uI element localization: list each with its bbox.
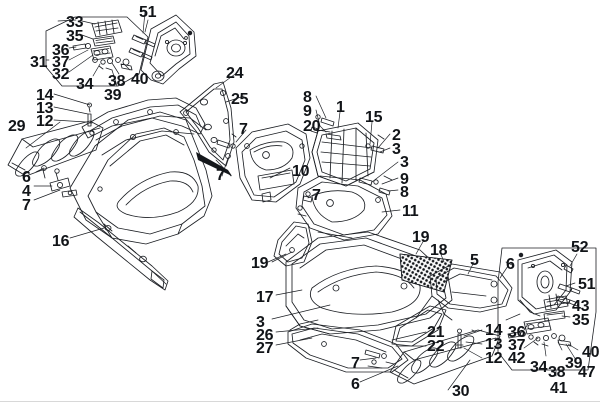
callout-12: 12 [485, 350, 503, 367]
callout-8: 8 [303, 89, 312, 106]
callout-38: 38 [548, 364, 566, 381]
part-29-left-footrest-grille [7, 120, 104, 177]
callout-18: 18 [430, 242, 448, 259]
callout-34: 34 [76, 76, 94, 93]
part-24-side-plate [179, 81, 235, 177]
callout-31: 31 [30, 54, 48, 71]
callout-7: 7 [216, 167, 225, 184]
leader-lines-lower-left [271, 251, 331, 346]
callout-22: 22 [427, 338, 445, 355]
part-3-9-8-fasteners-right [358, 175, 393, 196]
callout-26: 26 [256, 327, 274, 344]
part-21-22-skirt [391, 305, 447, 347]
part-43-35-brackets [543, 293, 569, 322]
part-center-cover-plate [235, 123, 311, 203]
callout-37: 37 [52, 54, 70, 71]
part-34-47-hardware-row [507, 317, 572, 347]
callout-34: 34 [530, 359, 548, 376]
part-14-13-12-fasteners-right [455, 328, 477, 349]
callout-37: 37 [508, 337, 526, 354]
callout-30: 30 [452, 383, 470, 400]
callout-1: 1 [336, 99, 345, 116]
callout-35: 35 [66, 28, 84, 45]
fasteners-center-left [211, 133, 237, 159]
callout-36: 36 [52, 42, 70, 59]
callout-14: 14 [36, 87, 54, 104]
callout-16: 16 [52, 233, 70, 250]
part-30-right-footrest-grille [389, 329, 501, 385]
part-rear-frame-bracket [140, 14, 197, 85]
callout-4: 4 [22, 183, 31, 200]
callout-3: 3 [392, 141, 401, 158]
callout-27: 27 [256, 340, 274, 357]
part-14-13-12-fasteners-left [86, 102, 93, 127]
callout-17: 17 [256, 289, 274, 306]
callout-7: 7 [22, 197, 31, 214]
callout-2: 2 [392, 127, 401, 144]
callout-24: 24 [226, 65, 244, 82]
part-11-right-upper-panel [295, 175, 393, 241]
callout-6: 6 [22, 169, 31, 186]
callout-39: 39 [104, 87, 122, 104]
detail-box-lower-right [497, 247, 597, 371]
callout-14: 14 [485, 322, 503, 339]
callout-9: 9 [400, 171, 409, 188]
callout-40: 40 [582, 344, 600, 361]
callout-19: 19 [251, 255, 269, 272]
callout-10: 10 [292, 163, 310, 180]
callout-40: 40 [131, 71, 149, 88]
callout-3: 3 [400, 154, 409, 171]
callout-6: 6 [506, 256, 515, 273]
callout-13: 13 [485, 336, 503, 353]
callout-38: 38 [108, 73, 126, 90]
callout-8: 8 [400, 184, 409, 201]
callout-51: 51 [578, 276, 596, 293]
callout-3: 3 [256, 314, 265, 331]
part-7-6-fasteners-bottom [364, 349, 395, 369]
callout-9: 9 [303, 103, 312, 120]
part-15-2-3-fasteners [365, 134, 385, 154]
callout-5: 5 [470, 252, 479, 269]
detail-box-upper-left [45, 16, 149, 87]
callout-12: 12 [36, 113, 54, 130]
callout-20: 20 [303, 118, 321, 135]
part-10-left-body-panel [69, 111, 213, 245]
callout-7: 7 [239, 121, 248, 138]
leader-lines-upper-left [45, 20, 131, 87]
callout-47: 47 [578, 364, 596, 381]
callout-41: 41 [550, 380, 568, 397]
part-5-right-footboard-rail [415, 263, 513, 321]
callout-29: 29 [8, 118, 26, 135]
callout-19: 19 [412, 229, 430, 246]
leader-lines-lower-right [505, 253, 579, 377]
callout-51: 51 [139, 4, 157, 21]
part-19-left-bracket [273, 221, 313, 267]
callout-42: 42 [508, 350, 526, 367]
callout-6: 6 [351, 376, 360, 393]
callout-7: 7 [351, 355, 360, 372]
callout-32: 32 [52, 66, 70, 83]
callout-33: 33 [66, 14, 84, 31]
part-16-left-lower-rail [73, 207, 169, 291]
callout-11: 11 [402, 203, 419, 220]
callout-15: 15 [365, 109, 383, 126]
callout-7: 7 [312, 187, 321, 204]
callout-21: 21 [427, 324, 445, 341]
part-18-mesh-triangle [399, 253, 453, 293]
part-26-27-front-lip [287, 319, 409, 373]
part-left-upper-rails [81, 97, 207, 156]
callout-43: 43 [572, 298, 590, 315]
callout-25: 25 [231, 91, 249, 108]
callout-36: 36 [508, 324, 526, 341]
callout-39: 39 [565, 355, 583, 372]
leader-lines-global [25, 19, 509, 391]
part-hardware-cluster-upper [72, 19, 133, 71]
callout-52: 52 [571, 239, 589, 256]
callout-13: 13 [36, 100, 54, 117]
callout-35: 35 [572, 312, 590, 329]
